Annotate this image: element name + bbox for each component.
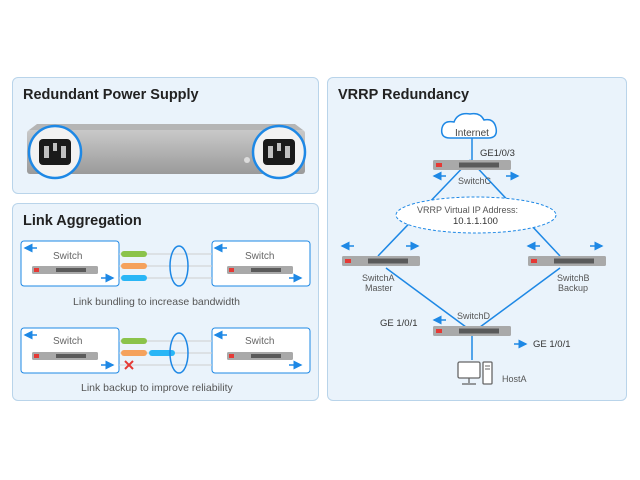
switcha-name: SwitchA bbox=[362, 273, 395, 283]
chassis-body bbox=[27, 130, 305, 174]
virtual-ip-ellipse bbox=[395, 196, 557, 234]
aggregation-ring bbox=[169, 332, 189, 374]
chassis-top bbox=[29, 124, 303, 130]
switcha-device bbox=[342, 256, 420, 266]
switchd-device bbox=[433, 326, 511, 336]
vrrp-topology bbox=[340, 112, 606, 385]
traffic-orange bbox=[121, 263, 147, 269]
switch-label: Switch bbox=[245, 251, 275, 262]
switch-device bbox=[32, 352, 98, 360]
chassis-led bbox=[244, 157, 250, 163]
link-aggregation-panel: Link Aggregation bbox=[12, 203, 319, 401]
switch-label: Switch bbox=[53, 251, 83, 262]
caption-backup: Link backup to improve reliability bbox=[81, 382, 233, 394]
power-chassis-illustration bbox=[27, 124, 307, 180]
panel-title: Redundant Power Supply bbox=[23, 87, 199, 103]
caption-bundling: Link bundling to increase bandwidth bbox=[73, 296, 240, 308]
switch-box-right-bottom bbox=[211, 327, 311, 374]
virtual-ip-value: 10.1.1.100 bbox=[453, 216, 498, 227]
traffic-blue-rerouted bbox=[149, 350, 175, 356]
traffic-green bbox=[121, 251, 147, 257]
traffic-blue bbox=[121, 275, 147, 281]
redundant-power-panel: Redundant Power Supply bbox=[12, 77, 319, 194]
aggregation-ring bbox=[169, 245, 189, 287]
switchc-device bbox=[433, 160, 511, 170]
traffic-orange bbox=[121, 350, 147, 356]
link-a-d bbox=[385, 267, 471, 331]
host-name: HostA bbox=[502, 374, 527, 384]
cloud-icon bbox=[440, 112, 498, 139]
internet-label: Internet bbox=[455, 128, 489, 139]
switchc-port: GE1/0/3 bbox=[480, 148, 515, 159]
switch-device bbox=[32, 266, 98, 274]
computer-icon bbox=[457, 361, 493, 385]
switchb-name: SwitchB bbox=[557, 273, 590, 283]
panel-title: VRRP Redundancy bbox=[338, 87, 470, 103]
switchd-port-left: GE 1/0/1 bbox=[380, 318, 418, 329]
panel-title: Link Aggregation bbox=[23, 213, 142, 229]
switchc-name: SwitchC bbox=[458, 176, 492, 186]
virtual-ip-label: VRRP Virtual IP Address: bbox=[417, 205, 519, 215]
switch-device bbox=[227, 266, 293, 274]
traffic-green bbox=[121, 338, 147, 344]
switch-box-right-top bbox=[211, 240, 311, 287]
switch-label: Switch bbox=[245, 336, 275, 347]
switch-box-left-bottom bbox=[20, 327, 120, 374]
link-failure-icon bbox=[124, 360, 134, 370]
switcha-role: Master bbox=[365, 283, 393, 293]
vrrp-panel: VRRP Redundancy bbox=[327, 77, 627, 401]
power-socket-right bbox=[251, 124, 307, 180]
switch-box-left-top bbox=[20, 240, 120, 287]
link-diagram bbox=[20, 240, 311, 374]
switchd-name: SwitchD bbox=[457, 311, 491, 321]
switchd-port-right: GE 1/0/1 bbox=[533, 339, 571, 350]
switch-label: Switch bbox=[53, 336, 83, 347]
link-b-d bbox=[475, 267, 561, 331]
switchb-device bbox=[528, 256, 606, 266]
switchb-role: Backup bbox=[558, 283, 589, 293]
power-socket-left bbox=[27, 124, 83, 180]
switch-device bbox=[227, 352, 293, 360]
